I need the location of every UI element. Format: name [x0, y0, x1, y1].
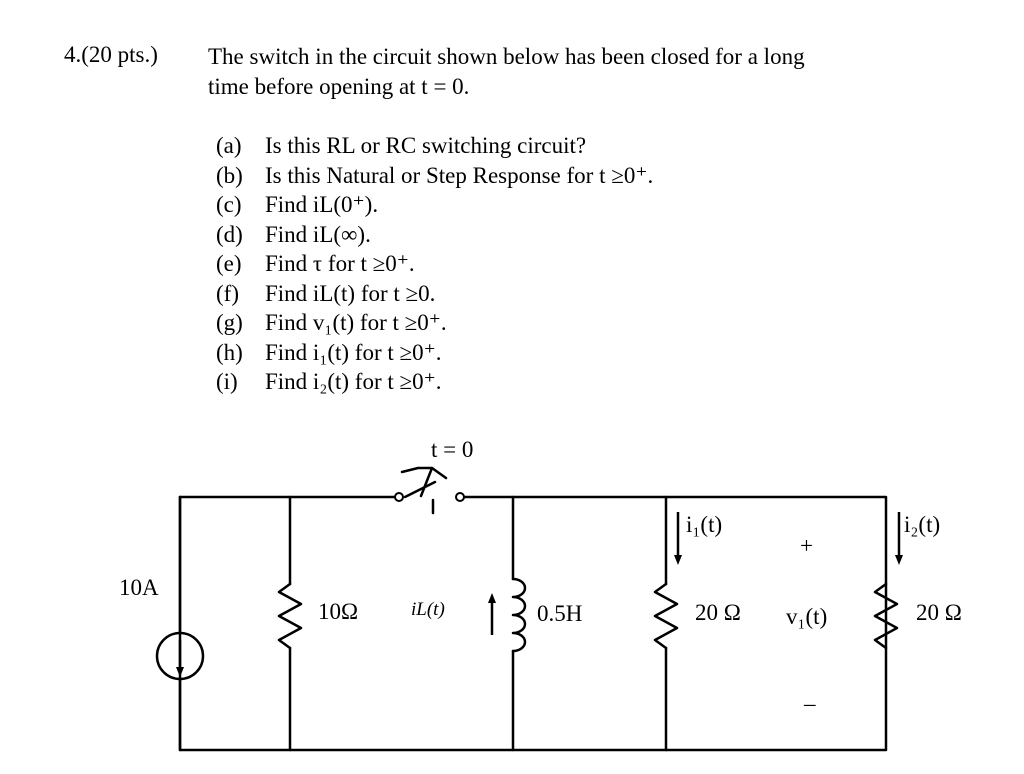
part-i: (i) Find i₂(t) for t ≥0⁺.	[216, 367, 653, 397]
switch-actuator-arc	[400, 466, 448, 480]
part-text: Is this Natural or Step Response for t ≥…	[265, 162, 654, 188]
minus-label: –	[803, 691, 816, 716]
part-label: (f)	[216, 280, 239, 306]
r1-resistor	[277, 582, 303, 650]
part-d: (d) Find iL(∞).	[216, 220, 653, 250]
part-g: (g) Find v₁(t) for t ≥0⁺.	[216, 308, 653, 338]
part-text: Is this RL or RC switching circuit?	[265, 133, 587, 158]
question-parts-list: (a) Is this RL or RC switching circuit? (…	[216, 131, 653, 397]
inductor-label: 0.5H	[537, 601, 582, 626]
part-label: (b)	[216, 162, 243, 188]
part-h: (h) Find i₁(t) for t ≥0⁺.	[216, 338, 653, 368]
part-e: (e) Find τ for t ≥0⁺.	[216, 249, 653, 279]
switch-contact-left	[394, 492, 404, 502]
part-text: Find iL(∞).	[265, 221, 371, 247]
part-text: Find τ for t ≥0⁺.	[265, 251, 415, 276]
switch-label: t = 0	[431, 437, 473, 462]
switch-blade	[403, 480, 437, 499]
r2-label: 20 Ω	[695, 600, 741, 625]
r2-resistor	[653, 582, 679, 650]
part-label: (g)	[216, 310, 243, 335]
inductor-coil	[511, 577, 527, 653]
part-label: (c)	[216, 192, 242, 217]
statement-line-2: time before opening at t = 0.	[208, 74, 470, 99]
i1-label: i₁(t)	[686, 512, 722, 537]
part-text: Find i₁(t) for t ≥0⁺.	[265, 339, 442, 365]
problem-statement: The switch in the circuit shown below ha…	[208, 42, 928, 102]
i2-label: i₂(t)	[904, 512, 940, 537]
r3-label: 20 Ω	[916, 600, 962, 625]
problem-number: 4.(20 pts.)	[64, 42, 158, 67]
il-label: iL(t)	[411, 599, 445, 620]
statement-line-1: The switch in the circuit shown below ha…	[208, 44, 805, 69]
part-text: Find v₁(t) for t ≥0⁺.	[265, 310, 447, 335]
part-a: (a) Is this RL or RC switching circuit?	[216, 131, 653, 161]
source-label: 10A	[119, 575, 159, 600]
v1-label: v₁(t)	[786, 604, 827, 629]
r1-label: 10Ω	[318, 599, 358, 624]
part-text: Find i₂(t) for t ≥0⁺.	[265, 369, 442, 394]
switch-contact-right	[455, 492, 465, 502]
part-label: (a)	[216, 133, 242, 158]
part-label: (i)	[216, 369, 238, 394]
part-f: (f) Find iL(t) for t ≥0.	[216, 279, 653, 309]
part-b: (b) Is this Natural or Step Response for …	[216, 161, 653, 191]
part-label: (e)	[216, 251, 242, 276]
top-wire-right	[178, 495, 888, 752]
part-text: Find iL(0⁺).	[265, 192, 379, 217]
part-label: (h)	[216, 339, 243, 365]
switch-actuator	[419, 466, 435, 515]
r3-resistor	[873, 582, 899, 650]
part-c: (c) Find iL(0⁺).	[216, 190, 653, 220]
part-text: Find iL(t) for t ≥0.	[265, 280, 436, 306]
plus-label: +	[800, 533, 813, 558]
part-label: (d)	[216, 221, 243, 247]
